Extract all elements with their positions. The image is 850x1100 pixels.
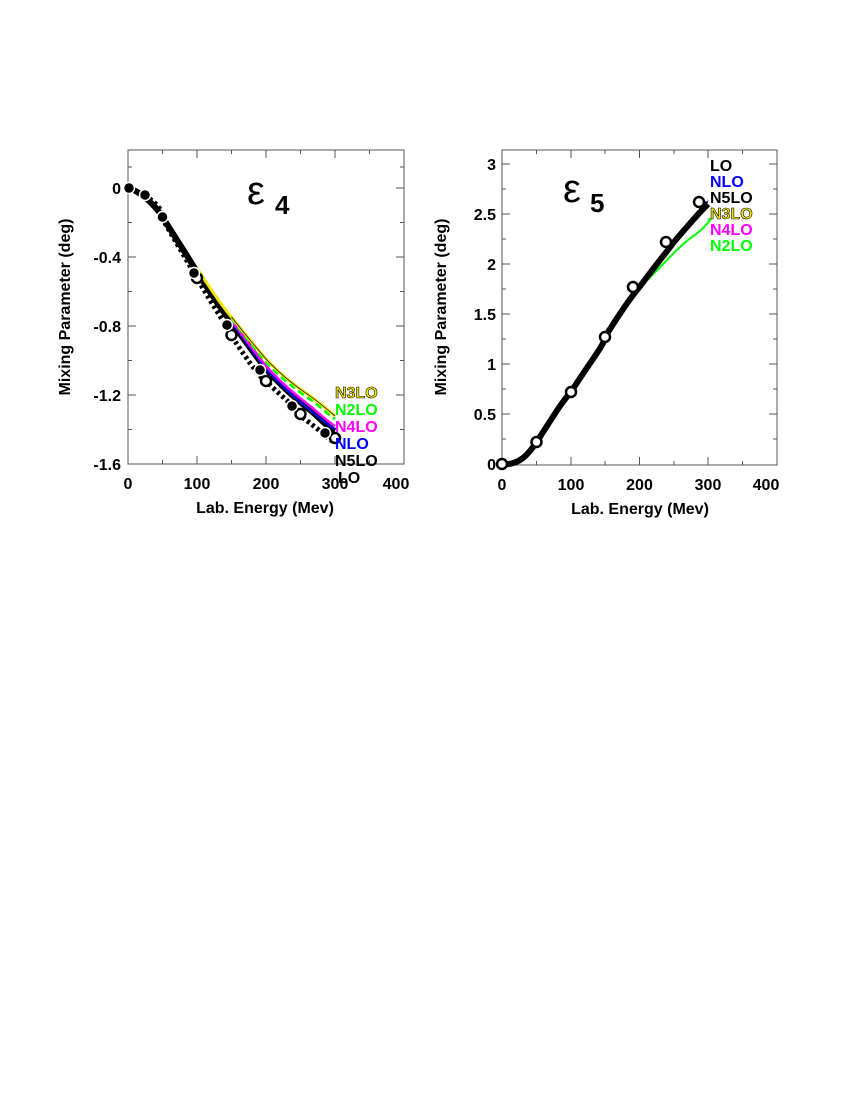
x-tick-label: 400 (753, 477, 780, 494)
y-tick-label: 2.5 (474, 207, 496, 224)
data-point (187, 266, 201, 280)
curve-n3lo (195, 267, 336, 418)
data-point (318, 426, 332, 440)
data-point (225, 328, 238, 342)
curve-n4lo (230, 319, 336, 428)
data-point (253, 363, 267, 377)
legend-nlo: NLO (335, 436, 369, 453)
data-point (626, 280, 640, 294)
x-tick-label: 0 (124, 476, 133, 493)
legend-nlo: NLO (710, 174, 744, 191)
data-point (294, 407, 307, 421)
y-tick-label: -1.2 (93, 388, 121, 405)
data-point (530, 435, 543, 449)
chart-epsilon4: 0 -0.4 -0.8 -1.2 -1.6 0 100 200 300 400 … (57, 149, 410, 517)
curve-n2lo (638, 217, 712, 289)
x-tick-label: 100 (184, 476, 211, 493)
x-tick-label: 200 (626, 477, 653, 494)
legend: LO NLO N5LO N3LO N4LO N2LO (710, 158, 753, 255)
data-point (692, 195, 706, 209)
data-point (328, 431, 342, 445)
legend-n3lo: N3LO (710, 206, 753, 223)
x-tick-label: 400 (383, 476, 410, 493)
y-axis-label: Mixing Parameter (deg) (433, 219, 450, 396)
x-tick-label: 200 (253, 476, 280, 493)
y-tick-label: -1.6 (93, 457, 121, 474)
legend-lo: LO (710, 158, 732, 175)
x-axis-label: Lab. Energy (Mev) (196, 500, 334, 517)
y-tick-label: 2 (487, 257, 496, 274)
x-axis-label: Lab. Energy (Mev) (571, 501, 709, 518)
curve-lo (638, 199, 709, 285)
y-tick-labels: 0 -0.4 -0.8 -1.2 -1.6 (93, 181, 121, 474)
y-tick-label: 0 (112, 181, 121, 198)
data-point (598, 330, 612, 344)
x-tick-labels: 0 100 200 300 400 (498, 477, 780, 494)
legend: N3LO N2LO N4LO NLO N5LO LO (335, 385, 378, 487)
chart-title-symbol: ε (247, 169, 265, 213)
curve-n2lo (230, 317, 336, 421)
chart-title-subscript: 4 (275, 190, 290, 220)
data-point (285, 399, 299, 413)
x-axis-ticks (162, 150, 370, 464)
data-point (156, 210, 169, 224)
y-tick-label: 1.5 (474, 307, 496, 324)
y-tick-label: 1 (487, 357, 496, 374)
legend-n5lo: N5LO (710, 190, 753, 207)
legend-n2lo: N2LO (335, 402, 378, 419)
curves (127, 185, 337, 446)
data-point (138, 188, 152, 202)
data-point (259, 374, 273, 388)
y-tick-label: 0.5 (474, 407, 496, 424)
y-tick-label: -0.8 (93, 319, 121, 336)
data-points-open (190, 271, 342, 445)
legend-n5lo: N5LO (335, 453, 378, 470)
data-point (220, 318, 234, 332)
y-tick-label: 3 (487, 157, 496, 174)
legend-n4lo: N4LO (335, 419, 378, 436)
x-tick-label: 0 (498, 477, 507, 494)
y-tick-labels: 0 0.5 1 1.5 2 2.5 3 (474, 157, 496, 474)
y-axis-ticks (128, 166, 404, 430)
data-point (564, 385, 578, 399)
y-axis-label: Mixing Parameter (deg) (57, 219, 74, 396)
chart-title-subscript: 5 (590, 188, 604, 218)
x-tick-labels: 0 100 200 300 400 (124, 476, 410, 493)
data-points-filled (122, 181, 332, 440)
legend-lo: LO (338, 470, 360, 487)
x-tick-label: 300 (695, 477, 722, 494)
curve-n3lo-core (231, 316, 336, 417)
x-tick-label: 300 (322, 476, 349, 493)
legend-n4lo: N4LO (710, 222, 753, 239)
chart-epsilon5: 0 0.5 1 1.5 2 2.5 3 0 100 200 300 400 La… (433, 149, 780, 518)
y-axis-ticks (502, 163, 777, 440)
curve-nlo (230, 321, 336, 430)
chart-title-symbol: ε (563, 167, 581, 211)
data-point (122, 181, 136, 195)
x-axis-ticks (536, 150, 743, 465)
legend-n2lo: N2LO (710, 238, 753, 255)
data-points-open (495, 195, 706, 471)
x-tick-label: 100 (558, 477, 585, 494)
legend-n3lo: N3LO (335, 385, 378, 402)
data-point (659, 235, 673, 249)
data-point (495, 457, 509, 471)
y-tick-label: -0.4 (93, 250, 121, 267)
y-tick-label: 0 (487, 457, 496, 474)
